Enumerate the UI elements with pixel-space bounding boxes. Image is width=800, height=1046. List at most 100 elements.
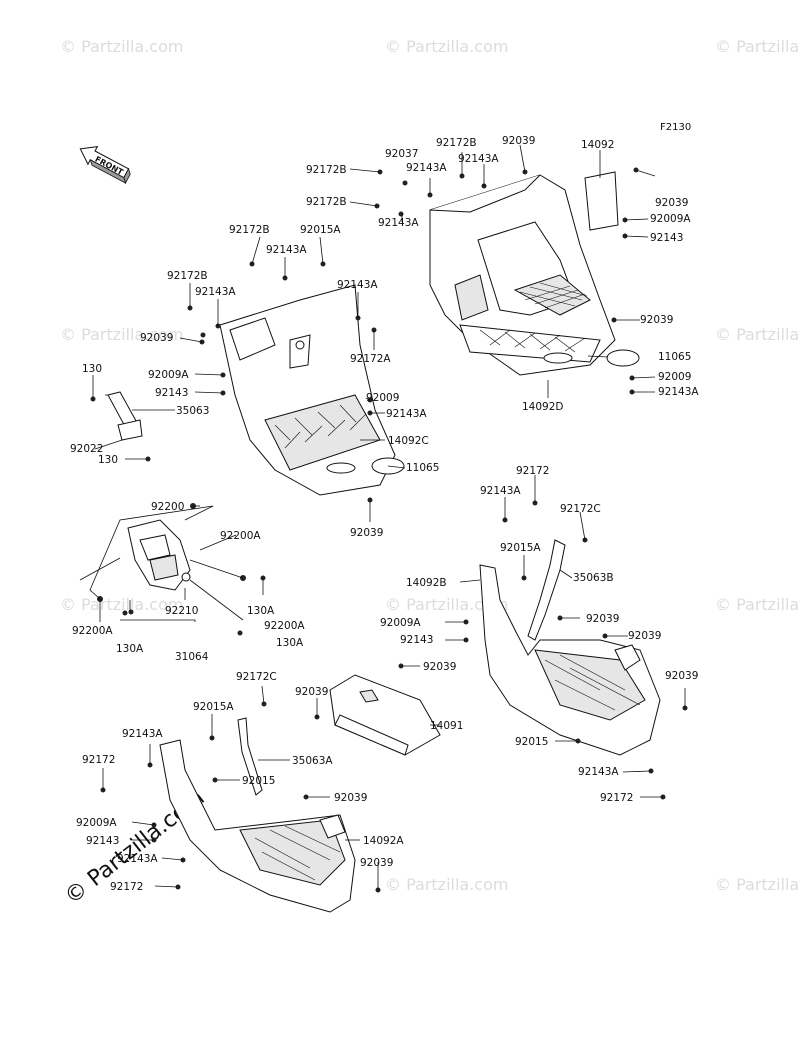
callout-label: 92143A	[458, 153, 499, 165]
watermark: © Partzilla.com	[60, 325, 183, 344]
callout-label: 92039	[665, 670, 698, 682]
callout-label: 92143A	[337, 279, 378, 291]
callout-label: 92039	[655, 197, 688, 209]
side-panel-14092b	[479, 564, 661, 756]
callout-label: 92172B	[167, 270, 208, 282]
callout-label: 92210	[165, 605, 198, 617]
side-panel-14092a	[159, 739, 356, 913]
callout-label: 92172C	[236, 671, 277, 683]
callout-label: 92172B	[306, 164, 347, 176]
callout-label: 92143A	[480, 485, 521, 497]
callout-label: 92039	[586, 613, 619, 625]
callout-label: 35063B	[573, 572, 614, 584]
callout-label: 92172B	[436, 137, 477, 149]
floor-panel-14092c	[219, 284, 396, 496]
callout-label: 92039	[502, 135, 535, 147]
callout-label: 130A	[116, 643, 144, 655]
callout-label: 92200	[151, 501, 184, 513]
callout-label: 130	[82, 363, 102, 375]
floor-panel-14092d	[429, 171, 619, 376]
callout-label: 92037	[385, 148, 418, 160]
callout-label: 92009	[658, 371, 691, 383]
callout-label: 92039	[295, 686, 328, 698]
callout-label: 130	[98, 454, 118, 466]
callout-label: 92200A	[220, 530, 261, 542]
callout-label: 11065	[406, 462, 439, 474]
callout-label: 92015	[515, 736, 548, 748]
callout-label: 92009A	[650, 213, 691, 225]
callout-label: 14091	[430, 720, 463, 732]
front-arrow-icon: FRONT	[79, 145, 131, 185]
callout-label: 92015A	[300, 224, 341, 236]
callout-label: 92172	[516, 465, 549, 477]
callout-label: 92172	[110, 881, 143, 893]
callout-label: 92039	[360, 857, 393, 869]
watermark: © Partzilla.com	[385, 875, 508, 894]
callout-label: 14092B	[406, 577, 447, 589]
stay-bracket-35063	[107, 391, 143, 441]
watermark: © Partzilla.com	[715, 595, 800, 614]
callout-label: 92009A	[380, 617, 421, 629]
callout-label: 92015	[242, 775, 275, 787]
callout-label: 92039	[423, 661, 456, 673]
callout-label: 92143A	[386, 408, 427, 420]
callout-label: 92009	[366, 392, 399, 404]
watermark: © Partzilla.com	[715, 325, 800, 344]
callout-label: 92172C	[560, 503, 601, 515]
callout-label: 92143A	[195, 286, 236, 298]
callout-label: 14092D	[522, 401, 564, 413]
watermark: © Partzilla.com	[385, 37, 508, 56]
callout-label: 92143	[400, 634, 433, 646]
callout-label: 92172B	[306, 196, 347, 208]
callout-label: 92015A	[193, 701, 234, 713]
callout-label: 92015A	[500, 542, 541, 554]
callout-label: 92022	[70, 443, 103, 455]
callout-label: 14092A	[363, 835, 404, 847]
callout-label: 92143A	[658, 386, 699, 398]
callout-label: 35063A	[292, 755, 333, 767]
callout-label: 92009A	[148, 369, 189, 381]
callout-label: 14092C	[388, 435, 429, 447]
callout-label: 92200A	[72, 625, 113, 637]
callout-label: 14092	[581, 139, 614, 151]
callout-label: 92039	[140, 332, 173, 344]
watermark-tiles: © Partzilla.com © Partzilla.com © Partzi…	[60, 37, 800, 894]
callout-label: 92039	[640, 314, 673, 326]
callout-label: 92143	[650, 232, 683, 244]
watermark: © Partzilla.com	[60, 595, 183, 614]
callout-label: 11065	[658, 351, 691, 363]
callout-label: 92172A	[350, 353, 391, 365]
callout-labels: 92172B 92039 92037 92143A 14092 92172B 9…	[70, 135, 699, 893]
bracket-35063b	[527, 539, 566, 641]
watermark: © Partzilla.com	[385, 595, 508, 614]
callout-label: 92143	[155, 387, 188, 399]
callout-label: 92039	[334, 792, 367, 804]
callout-label: 92143A	[266, 244, 307, 256]
callout-label: 92143	[86, 835, 119, 847]
callout-label: 92009A	[76, 817, 117, 829]
watermark: © Partzilla.com	[60, 37, 183, 56]
callout-label: 92172B	[229, 224, 270, 236]
bracket-assembly-31064	[127, 519, 191, 591]
callout-label: 92039	[350, 527, 383, 539]
callout-label: 92039	[628, 630, 661, 642]
cover-14091	[329, 674, 441, 756]
callout-label: 130A	[247, 605, 275, 617]
callout-label: 92143A	[406, 162, 447, 174]
callout-label: 92172	[600, 792, 633, 804]
callout-label: 130A	[276, 637, 304, 649]
bracket-35063a	[237, 717, 263, 796]
callout-label: 92143A	[578, 766, 619, 778]
watermark: © Partzilla.com	[715, 37, 800, 56]
callout-label: 92172	[82, 754, 115, 766]
grommet-11065-rear	[606, 349, 640, 367]
callout-label: 92143A	[117, 853, 158, 865]
watermark: © Partzilla.com	[715, 875, 800, 894]
figure-code: F2130	[660, 122, 691, 133]
callout-label: 31064	[175, 651, 209, 663]
callout-label: 35063	[176, 405, 209, 417]
callout-label: 92200A	[264, 620, 305, 632]
callout-label: 92143A	[378, 217, 419, 229]
